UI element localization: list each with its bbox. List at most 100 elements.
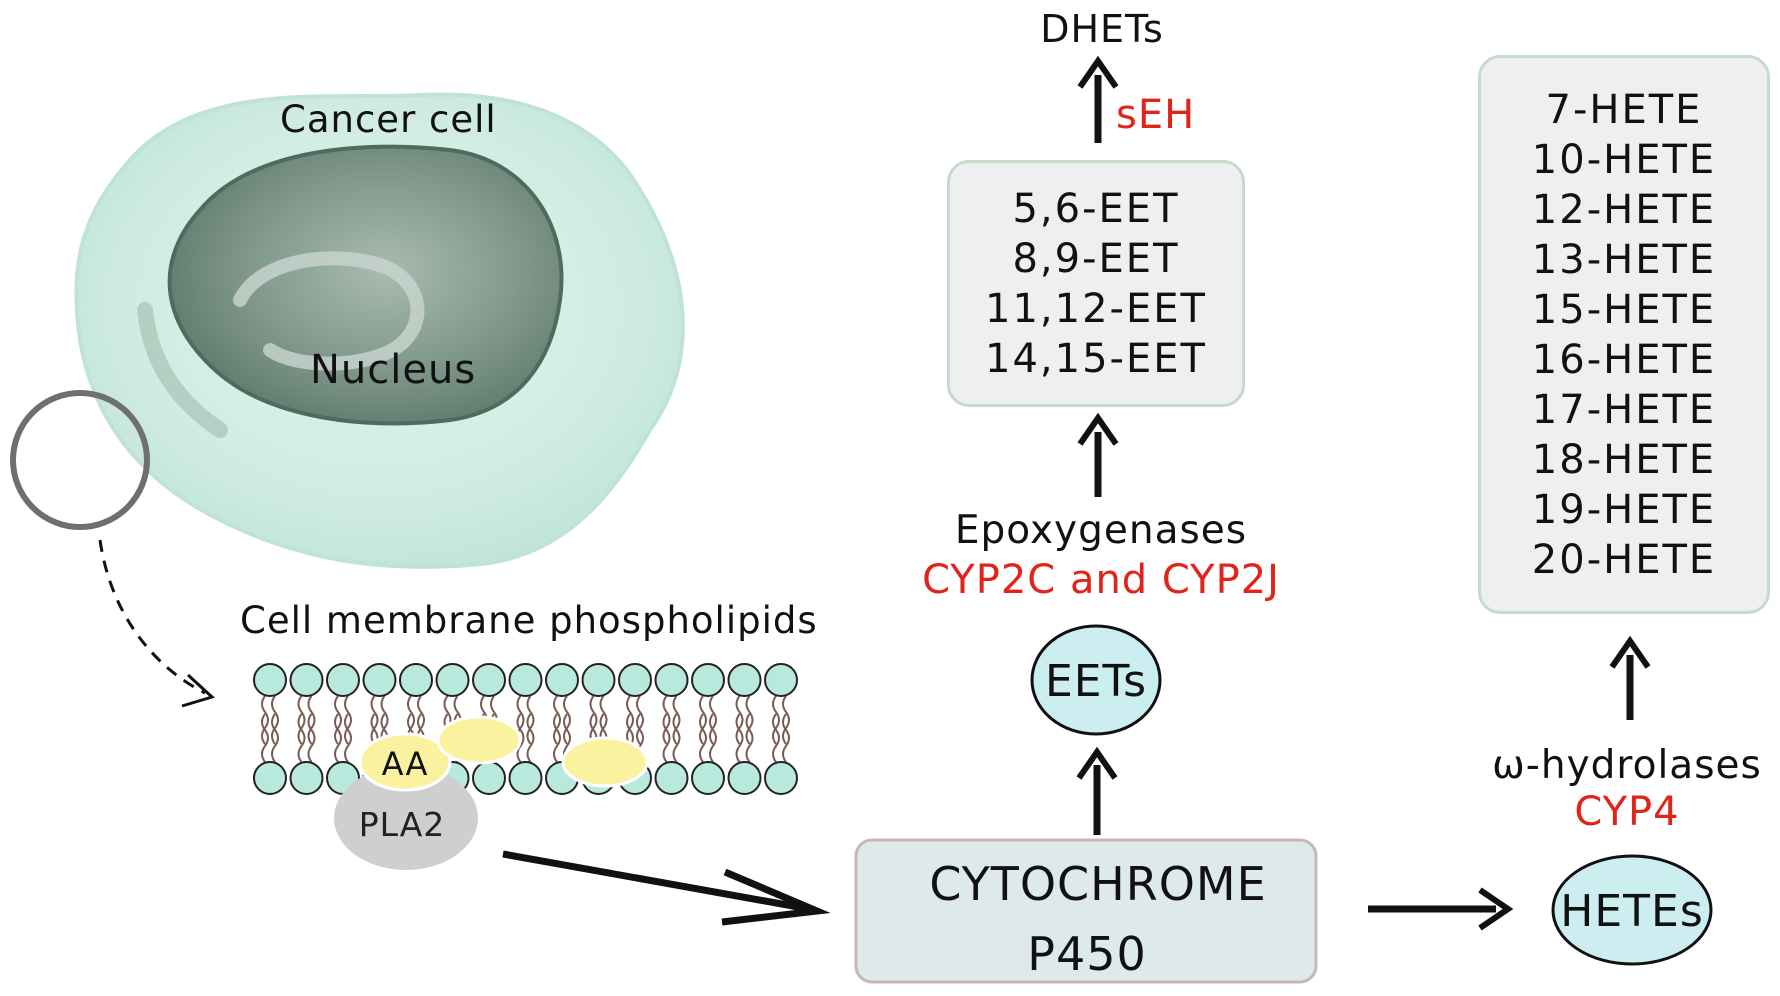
lipid-head-top xyxy=(691,663,725,697)
lipid-tail xyxy=(745,695,754,745)
lipid-tail xyxy=(261,695,269,745)
lipid-tail xyxy=(334,713,342,763)
lipid-tail xyxy=(745,713,754,763)
lipid-head-top xyxy=(435,663,470,697)
lipid-tail xyxy=(297,695,306,745)
er-fold xyxy=(137,302,228,438)
lipid-head-top xyxy=(253,663,287,697)
lipid-tail xyxy=(782,713,790,763)
aa-label: AA xyxy=(382,745,429,783)
lipid-tail xyxy=(380,695,389,745)
eets-node xyxy=(1030,624,1162,736)
lipid-tail xyxy=(662,695,671,745)
lipid-tail xyxy=(589,695,598,745)
lipid-tail xyxy=(526,713,535,763)
eet-product-item: 8,9-EET xyxy=(1012,235,1180,282)
lipid-tail xyxy=(526,695,535,745)
nucleus-label: Nucleus xyxy=(310,347,476,393)
lipid-tail xyxy=(735,695,744,745)
hetes-node xyxy=(1551,854,1713,966)
lipid-head-top xyxy=(326,663,360,697)
aa-molecule xyxy=(358,732,452,792)
arrowhead-cytochrome-to-eets xyxy=(1076,746,1118,780)
lipid-tail xyxy=(599,695,608,745)
lipid-head-top xyxy=(654,663,689,697)
aa-molecule-free-2 xyxy=(561,736,649,788)
zoom-dashed-arrow xyxy=(98,539,206,695)
zoom-circle xyxy=(10,390,150,530)
hete-product-item: 15-HETE xyxy=(1531,286,1717,333)
hete-product-item: 7-HETE xyxy=(1545,86,1703,133)
lipid-head-top xyxy=(581,663,616,697)
lipid-bilayer xyxy=(253,663,798,795)
cytochrome-box xyxy=(854,838,1318,984)
lipid-tail xyxy=(782,695,790,745)
hete-product-item: 19-HETE xyxy=(1531,486,1717,533)
lipid-head-bottom xyxy=(691,761,725,795)
lipid-tail xyxy=(553,713,561,763)
lipid-tail xyxy=(563,695,571,745)
hete-product-item: 18-HETE xyxy=(1531,436,1717,483)
hete-product-item: 10-HETE xyxy=(1531,136,1717,183)
hete-product-item: 13-HETE xyxy=(1531,236,1717,283)
eets-node-label: EETs xyxy=(1045,656,1147,707)
arrowhead-cytochrome-to-hetes xyxy=(1478,887,1514,931)
lipid-head-bottom xyxy=(289,761,324,795)
eet-product-item: 14,15-EET xyxy=(985,335,1207,382)
nucleolus-highlight xyxy=(233,251,425,371)
lipid-tail xyxy=(636,695,644,745)
cancer-cell-label: Cancer cell xyxy=(280,98,497,141)
hetes-node-label: HETEs xyxy=(1560,886,1704,937)
hete-product-item: 20-HETE xyxy=(1531,536,1717,583)
lipid-tail xyxy=(662,713,671,763)
lipid-tail xyxy=(553,695,561,745)
lipid-head-top xyxy=(618,663,652,697)
lipid-tail xyxy=(344,713,352,763)
hete-product-item: 12-HETE xyxy=(1531,186,1717,233)
eet-product-item: 5,6-EET xyxy=(1012,185,1180,232)
lipid-head-bottom xyxy=(472,761,506,795)
lipid-tail xyxy=(699,713,707,763)
lipid-tail xyxy=(271,695,279,745)
lipid-tail xyxy=(334,695,342,745)
arrow-pla2-to-cytochrome xyxy=(502,850,816,914)
hete-product-item: 17-HETE xyxy=(1531,386,1717,433)
lipid-tail xyxy=(772,695,780,745)
lipid-tail xyxy=(307,695,316,745)
lipid-head-bottom xyxy=(508,761,543,795)
epoxygenases-label: Epoxygenases xyxy=(955,508,1247,553)
lipid-head-top xyxy=(289,663,324,697)
arrowhead-eet-box-to-dhets xyxy=(1077,55,1119,89)
lipid-tail xyxy=(261,713,269,763)
zoom-arrowhead xyxy=(181,673,215,708)
lipid-head-top xyxy=(508,663,543,697)
hete-product-item: 16-HETE xyxy=(1531,336,1717,383)
lipid-head-bottom xyxy=(253,761,287,795)
arrowhead-omega-to-hete-box xyxy=(1609,635,1651,669)
lipid-head-top xyxy=(362,663,397,697)
lipid-tail xyxy=(626,695,634,745)
omega-hydrolases-label: ω-hydrolases xyxy=(1492,743,1762,788)
aa-molecule-free-1 xyxy=(436,715,522,765)
lipid-tail xyxy=(772,713,780,763)
cytochrome-line1: CYTOCHROME xyxy=(929,857,1266,911)
eet-product-item: 11,12-EET xyxy=(985,285,1207,332)
lipid-head-bottom xyxy=(727,761,762,795)
lipid-head-bottom xyxy=(764,761,798,795)
lipid-head-top xyxy=(764,663,798,697)
lipid-tail xyxy=(516,713,525,763)
arrowhead-pla2-to-cytochrome xyxy=(721,868,831,926)
lipid-head-top xyxy=(727,663,762,697)
membrane-title: Cell membrane phospholipids xyxy=(240,599,818,642)
seh-label: sEH xyxy=(1116,92,1195,138)
omega-hydrolases-enzymes: CYP4 xyxy=(1574,789,1679,835)
pla2-label: PLA2 xyxy=(359,805,446,844)
lipid-head-top xyxy=(399,663,433,697)
pla2-enzyme xyxy=(334,766,478,870)
dhets-label: DHETs xyxy=(1040,7,1164,51)
lipid-tail xyxy=(672,695,681,745)
